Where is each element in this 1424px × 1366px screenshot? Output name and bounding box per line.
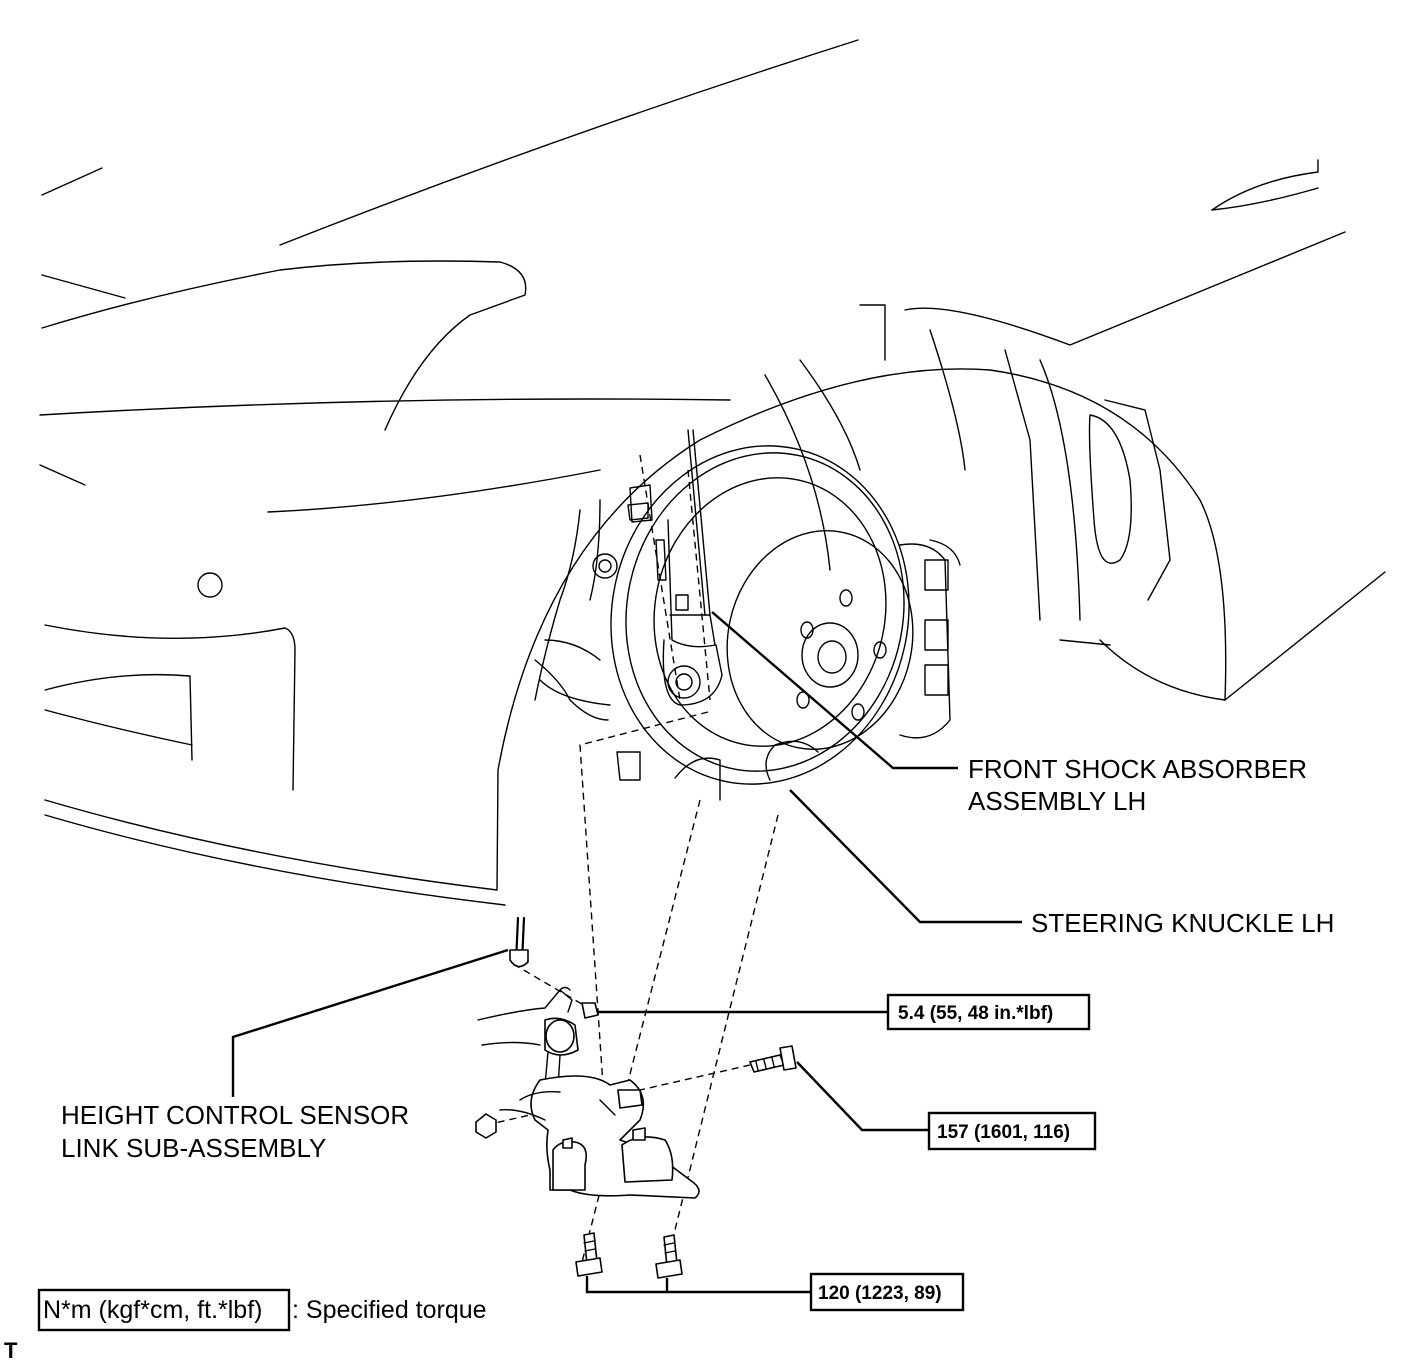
leader-bolt-long xyxy=(796,1061,928,1132)
torque-box-nut xyxy=(886,993,1091,1031)
leader-bolts-bottom xyxy=(585,1276,810,1294)
label-shock-line2: ASSEMBLY LH xyxy=(968,786,1146,816)
vehicle-body-outline xyxy=(39,39,1386,906)
part-labels: FRONT SHOCK ABSORBER ASSEMBLY LH STEERIN… xyxy=(61,754,1334,1163)
legend-text: : Specified torque xyxy=(292,1296,487,1324)
lower-arm-parts xyxy=(475,916,797,1279)
label-knuckle: STEERING KNUCKLE LH xyxy=(1031,908,1334,938)
torque-bolts-bottom: 120 (1223, 89) xyxy=(818,1283,942,1304)
disc-rotor xyxy=(610,445,914,801)
corner-mark: T xyxy=(4,1338,18,1361)
torque-boxes: 5.4 (55, 48 in.*lbf) 157 (1601, 116) 120… xyxy=(809,993,1097,1312)
leader-shock xyxy=(711,611,958,770)
torque-box-bolt xyxy=(927,1111,1097,1151)
brake-caliper xyxy=(534,484,961,781)
torque-nut-small: 5.4 (55, 48 in.*lbf) xyxy=(898,1003,1053,1024)
label-height-line2: LINK SUB-ASSEMBLY xyxy=(61,1133,326,1163)
leader-height-link xyxy=(231,948,509,1097)
torque-bolt-long: 157 (1601, 116) xyxy=(937,1122,1070,1143)
legend-unit: N*m (kgf*cm, ft.*lbf) xyxy=(43,1296,262,1324)
shock-absorber xyxy=(639,429,723,706)
leader-lines xyxy=(231,611,1022,1294)
torque-box-bottom xyxy=(809,1272,965,1312)
leader-knuckle xyxy=(789,789,1022,924)
legend-unit-box xyxy=(37,1288,291,1332)
label-height-line1: HEIGHT CONTROL SENSOR xyxy=(61,1100,409,1130)
torque-legend: N*m (kgf*cm, ft.*lbf) : Specified torque xyxy=(37,1288,487,1332)
label-shock-line1: FRONT SHOCK ABSORBER xyxy=(968,754,1307,784)
